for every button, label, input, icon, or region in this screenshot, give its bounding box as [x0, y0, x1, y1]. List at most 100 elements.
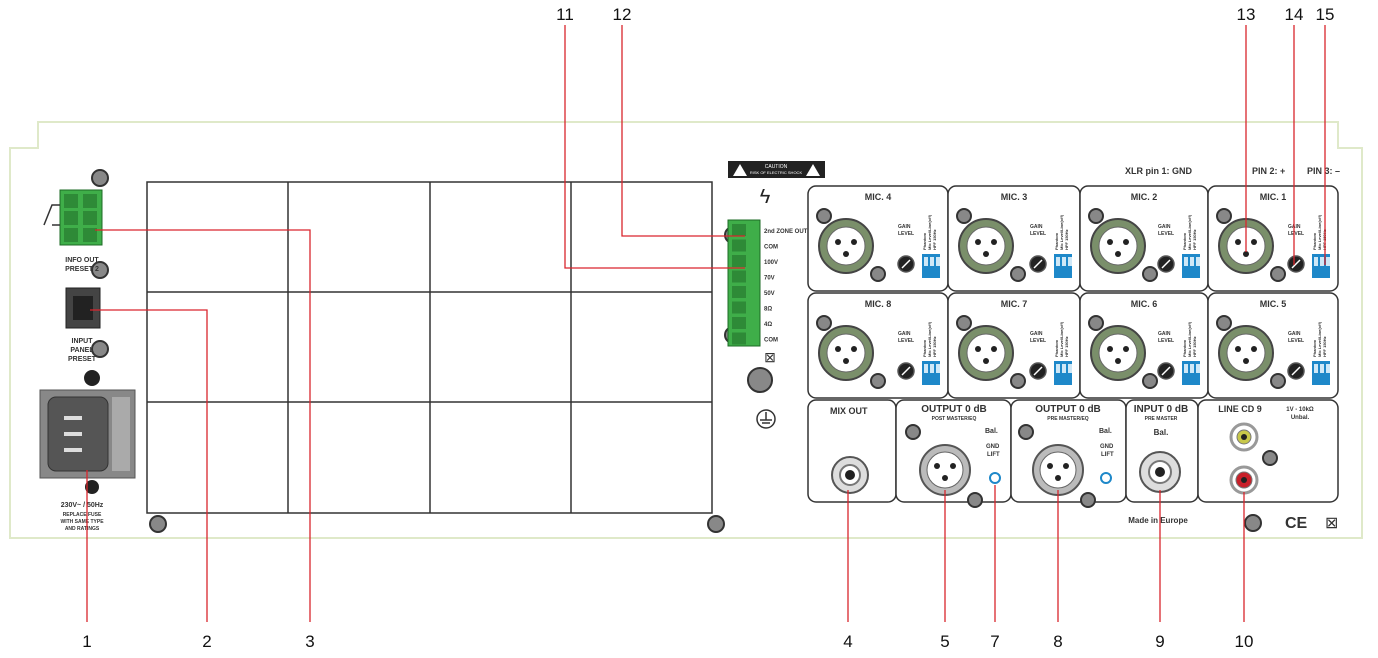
dip-label: HPF 150Hz: [1192, 336, 1197, 357]
output-post-label: OUTPUT 0 dB: [921, 404, 987, 415]
mains-inlet: [39, 389, 136, 479]
screw: [1088, 315, 1104, 331]
line-cd-label: LINE CD 9: [1218, 404, 1262, 414]
dip-label: Phantom: [1312, 339, 1317, 357]
screw: [1010, 373, 1026, 389]
screw: [1010, 266, 1026, 282]
panel-label: PANEL: [70, 347, 94, 354]
mix-out-label: MIX OUT: [830, 406, 868, 416]
dip-label: Mic Level/Line(off): [1187, 321, 1192, 357]
warning-sub: RISK OF ELECTRIC SHOCK: [750, 170, 803, 175]
gain-label: GAIN: [1030, 224, 1043, 230]
dip-label: Phantom: [922, 232, 927, 250]
screw: [967, 492, 983, 508]
speaker-terminal-label: 2nd ZONE OUT: [764, 229, 808, 235]
dip-label: Mic Level/Line(off): [927, 321, 932, 357]
output-post-sub: POST MASTER/EQ: [932, 416, 977, 422]
dip-label: HPF 150Hz: [1064, 336, 1069, 357]
level-label: LEVEL: [1030, 338, 1046, 344]
output-pre-lift: LIFT: [1101, 452, 1114, 458]
mix-out-jack: [831, 456, 869, 494]
pin3-label: PIN 3: –: [1307, 166, 1340, 176]
callout-14: 14: [1284, 5, 1304, 24]
dip-label: Phantom: [1054, 232, 1059, 250]
fuse-label-2: WITH SAME TYPE: [60, 519, 104, 525]
dip-label: Mic Level/Line(off): [1187, 214, 1192, 250]
fuse-label-3: AND RATINGS: [65, 526, 100, 532]
ce-mark: CE: [1285, 515, 1308, 532]
dip-label: Phantom: [1182, 232, 1187, 250]
level-label: LEVEL: [1288, 338, 1304, 344]
screw: [870, 266, 886, 282]
rca-left-jack: [1229, 422, 1259, 452]
input0-bal: Bal.: [1154, 428, 1169, 437]
ground-symbol: [756, 409, 776, 429]
dip-label: HPF 150Hz: [1192, 229, 1197, 250]
screw: [1262, 450, 1278, 466]
info-out-terminal: [43, 189, 103, 246]
dip-label: Mic Level/Line(off): [1317, 321, 1322, 357]
output-post-lift: LIFT: [987, 452, 1000, 458]
speaker-terminal-screw: [732, 317, 746, 329]
dip-label: Phantom: [1312, 232, 1317, 250]
input-label: INPUT: [72, 338, 94, 345]
speaker-terminal-screw: [732, 286, 746, 298]
dip-label: Mic Level/Line(off): [927, 214, 932, 250]
dip-label: HPF 150Hz: [1322, 336, 1327, 357]
callout-15: 15: [1315, 5, 1335, 24]
info-out-label: INFO OUT: [65, 257, 99, 264]
speaker-terminal-screw: [732, 224, 746, 236]
callout-2: 2: [202, 632, 212, 651]
level-label: LEVEL: [1030, 231, 1046, 237]
screw: [1142, 373, 1158, 389]
dip-label: HPF 150Hz: [1064, 229, 1069, 250]
level-label: LEVEL: [898, 231, 914, 237]
input0-jack: [1139, 451, 1181, 493]
mic-label: MIC. 2: [1131, 192, 1158, 202]
fuse-holder-top: [84, 370, 100, 386]
weee-symbol: ⊠: [1325, 515, 1338, 532]
gnd-lift-switch-post[interactable]: [989, 472, 1001, 484]
callout-12: 12: [612, 5, 632, 24]
callout-5: 5: [940, 632, 950, 651]
gain-label: GAIN: [1030, 331, 1043, 337]
speaker-terminal-screw: [732, 270, 746, 283]
dip-label: HPF 150Hz: [932, 229, 937, 250]
screw: [816, 208, 832, 224]
line-spec: 1V - 10kΩ: [1286, 407, 1314, 413]
mains-label: 230V~ / 50Hz: [61, 502, 104, 509]
warning-label: CAUTION RISK OF ELECTRIC SHOCK: [728, 161, 825, 178]
gain-label: GAIN: [1158, 224, 1171, 230]
mic-label: MIC. 7: [1001, 299, 1028, 309]
screw: [870, 373, 886, 389]
screw: [816, 315, 832, 331]
dip-label: Mic Level/Line(off): [1317, 214, 1322, 250]
lightning-symbol: ϟ: [760, 186, 771, 208]
callout-4: 4: [843, 632, 853, 651]
output-post-gnd: GND: [986, 444, 1000, 450]
dip-label: Phantom: [1182, 339, 1187, 357]
callout-1: 1: [82, 632, 92, 651]
speaker-terminal-label: 70V: [764, 276, 775, 282]
preset-label: PRESET: [68, 356, 97, 363]
gnd-lift-switch-pre[interactable]: [1100, 472, 1112, 484]
screw: [1080, 492, 1096, 508]
dip-label: Mic Level/Line(off): [1059, 321, 1064, 357]
made-in-label: Made in Europe: [1128, 516, 1188, 525]
screw: [956, 208, 972, 224]
fuse-label-1: REPLACE FUSE: [63, 512, 102, 518]
xlr-out-post-connector: [919, 444, 971, 496]
screw: [1216, 208, 1232, 224]
speaker-terminal-label: 50V: [764, 291, 775, 297]
level-label: LEVEL: [1288, 231, 1304, 237]
